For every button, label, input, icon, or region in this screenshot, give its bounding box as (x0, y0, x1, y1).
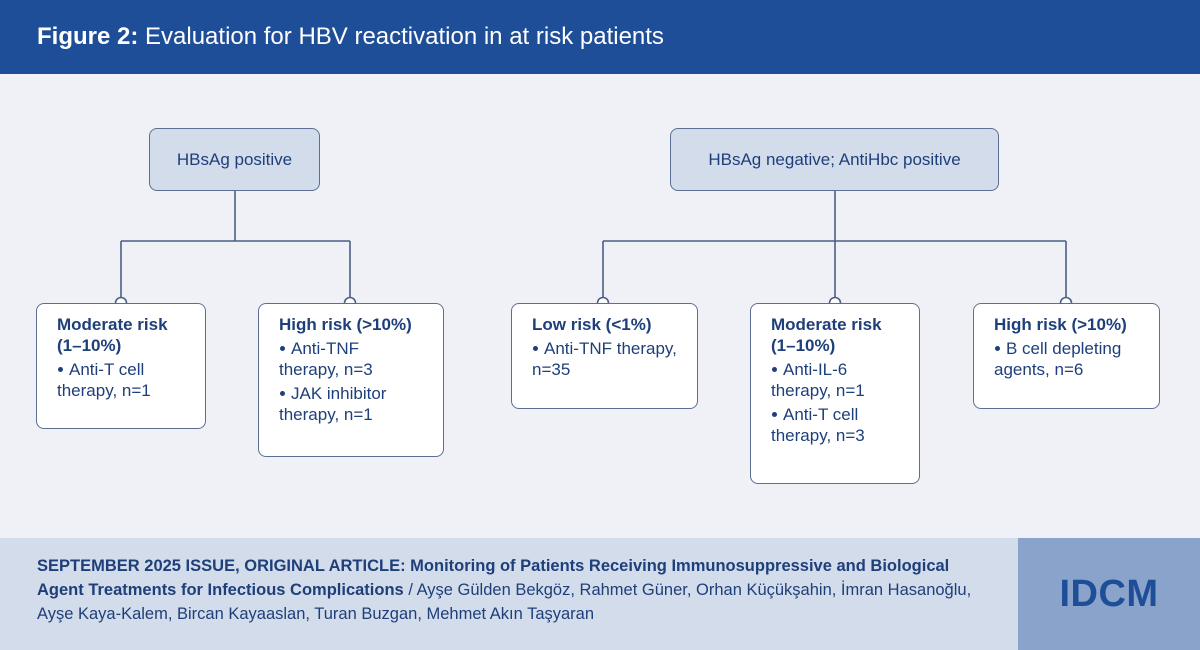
leaf-item: Anti-T cell therapy, n=3 (771, 405, 865, 445)
leaf-node-moderate-risk-left: Moderate risk (1–10%) Anti-T cell therap… (36, 303, 206, 429)
journal-logo: IDCM (1018, 538, 1200, 650)
leaf-title: High risk (>10%) (279, 315, 412, 334)
root-label: HBsAg positive (176, 149, 293, 169)
figure-caption: Evaluation for HBV reactivation in at ri… (145, 23, 664, 50)
article-title: Monitoring of Patients Receiving Immunos… (37, 557, 950, 599)
leaf-title: High risk (>10%) (994, 315, 1127, 334)
leaf-item: B cell depleting agents, n=6 (994, 339, 1122, 379)
bullet-icon (280, 390, 285, 396)
footer-citation: SEPTEMBER 2025 ISSUE, ORIGINAL ARTICLE: … (0, 538, 1200, 650)
root-label: HBsAg negative; AntiHbc positive (708, 149, 961, 169)
leaf-item: Anti-IL-6 therapy, n=1 (771, 360, 865, 400)
leaf-item: JAK inhibitor therapy, n=1 (279, 384, 387, 424)
header-bar: Figure 2: Evaluation for HBV reactivatio… (0, 0, 1200, 74)
citation-text: SEPTEMBER 2025 ISSUE, ORIGINAL ARTICLE: … (37, 554, 997, 626)
leaf-item: Anti-T cell therapy, n=1 (57, 360, 151, 400)
bullet-icon (533, 345, 538, 351)
leaf-title: Low risk (<1%) (532, 315, 652, 334)
figure-title: Figure 2: Evaluation for HBV reactivatio… (37, 23, 664, 51)
leaf-node-low-risk: Low risk (<1%) Anti-TNF therapy, n=35 (511, 303, 698, 409)
figure-label: Figure 2: (37, 23, 139, 50)
leaf-node-moderate-risk-right: Moderate risk (1–10%) Anti-IL-6 therapy,… (750, 303, 920, 484)
bullet-icon (995, 345, 1000, 351)
issue-label: SEPTEMBER 2025 ISSUE, ORIGINAL ARTICLE: (37, 557, 406, 575)
bullet-icon (772, 411, 777, 417)
bullet-icon (280, 345, 285, 351)
leaf-node-high-risk-right: High risk (>10%) B cell depleting agents… (973, 303, 1160, 409)
root-node-hbsag-negative: HBsAg negative; AntiHbc positive (670, 128, 999, 191)
leaf-node-high-risk-left: High risk (>10%) Anti-TNF therapy, n=3 J… (258, 303, 444, 457)
bullet-icon (772, 366, 777, 372)
leaf-item: Anti-TNF therapy, n=35 (532, 339, 677, 379)
author-list: / Ayşe Gülden Bekgöz, Rahmet Güner, Orha… (37, 581, 972, 623)
flowchart: HBsAg positive HBsAg negative; AntiHbc p… (0, 74, 1200, 538)
bullet-icon (58, 366, 63, 372)
logo-text: IDCM (1059, 572, 1159, 615)
leaf-title: Moderate risk (1–10%) (771, 315, 882, 355)
root-node-hbsag-positive: HBsAg positive (149, 128, 320, 191)
leaf-title: Moderate risk (1–10%) (57, 315, 168, 355)
leaf-item: Anti-TNF therapy, n=3 (279, 339, 373, 379)
